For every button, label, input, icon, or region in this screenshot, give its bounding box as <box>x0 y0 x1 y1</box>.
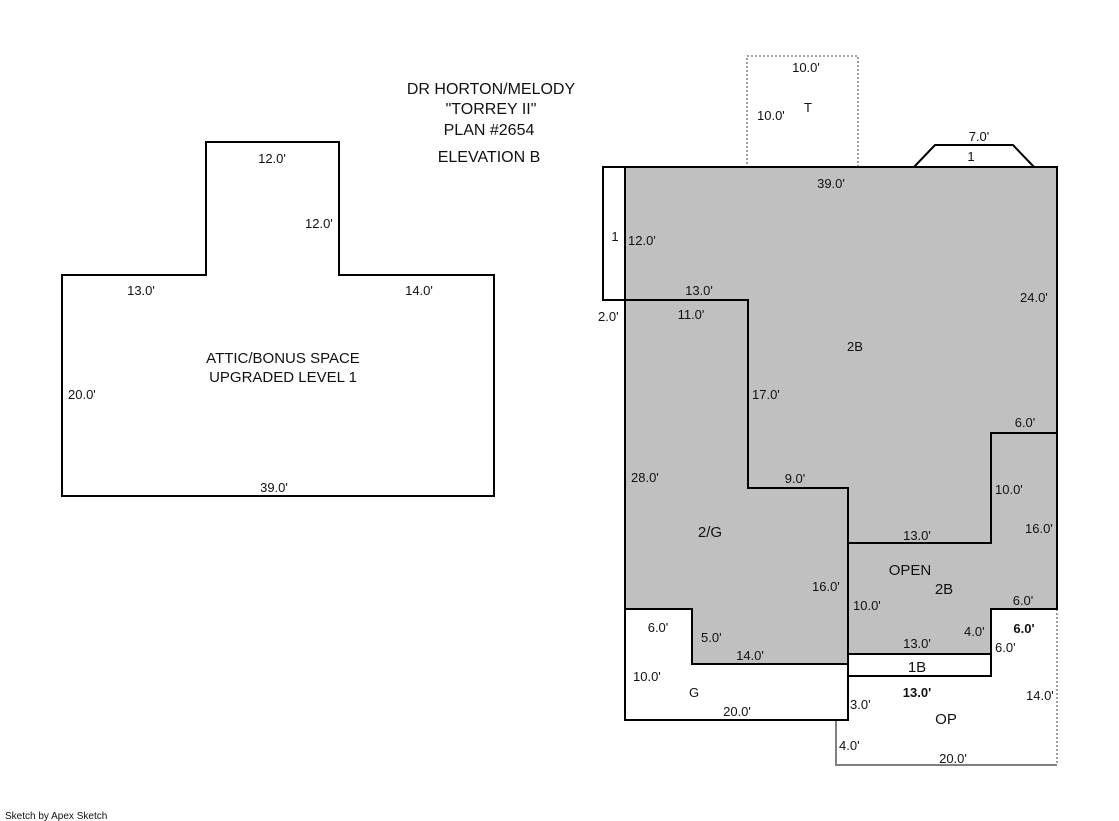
dim-13: 13.0' <box>685 283 713 298</box>
title-line-2: "TORREY II" <box>446 101 537 118</box>
dim-13-open: 13.0' <box>903 528 931 543</box>
attic-dim-left-step: 13.0' <box>127 283 155 298</box>
dim-11: 11.0' <box>678 307 705 322</box>
attic-dim-inner-right: 12.0' <box>305 216 333 231</box>
dim-op-right: 14.0' <box>1026 688 1054 703</box>
dim-g-bottom: 20.0' <box>723 704 751 719</box>
dim-g-top: 6.0' <box>648 620 669 635</box>
dim-g-step: 5.0' <box>701 630 722 645</box>
dim-16-right: 16.0' <box>1025 521 1053 536</box>
title-line-3: PLAN #2654 <box>444 122 535 139</box>
attic-label-1: ATTIC/BONUS SPACE <box>206 350 360 367</box>
attic-label-2: UPGRADED LEVEL 1 <box>209 369 357 386</box>
label-g: G <box>689 685 699 700</box>
label-open: OPEN <box>889 562 932 579</box>
dim-g-inner: 14.0' <box>736 648 764 663</box>
strip-dim: 12.0' <box>628 233 656 248</box>
label-1b: 1B <box>908 659 926 676</box>
attic-dim-bottom: 39.0' <box>260 480 288 495</box>
dim-open-left: 10.0' <box>853 598 881 613</box>
dim-6-top: 6.0' <box>1015 415 1036 430</box>
dim-10-right: 10.0' <box>995 482 1023 497</box>
dim-17: 17.0' <box>752 387 780 402</box>
inner-walls-2g <box>603 299 849 664</box>
dim-op-top: 13.0' <box>903 685 931 700</box>
dim-op-top-right: 6.0' <box>1013 621 1034 636</box>
bay-label: 1 <box>967 149 974 164</box>
dim-open-step: 4.0' <box>964 624 985 639</box>
attic-outline <box>61 141 495 497</box>
attic-dim-left: 20.0' <box>68 387 96 402</box>
footer-credit: Sketch by Apex Sketch <box>5 811 107 821</box>
dim-9: 9.0' <box>785 471 806 486</box>
t-area-outline <box>746 55 859 168</box>
label-open-2b: 2B <box>935 581 953 598</box>
dim-28: 28.0' <box>631 470 659 485</box>
dim-open-right: 6.0' <box>1013 593 1034 608</box>
dim-open-bottom: 13.0' <box>903 636 931 651</box>
dim-16-2g: 16.0' <box>812 579 840 594</box>
dim-op-left: 4.0' <box>839 738 860 753</box>
op-outline <box>835 720 1057 766</box>
dim-op-left-upper: 3.0' <box>850 697 871 712</box>
t-label: T <box>804 100 812 115</box>
bay-outline <box>913 144 1035 168</box>
strip-label: 1 <box>611 229 618 244</box>
bay-dim-top: 7.0' <box>969 129 990 144</box>
label-op: OP <box>935 711 957 728</box>
inner-walls-open <box>848 432 1057 544</box>
dim-right-24: 24.0' <box>1020 290 1048 305</box>
dim-top-39: 39.0' <box>817 176 845 191</box>
dim-op-bottom: 20.0' <box>939 751 967 766</box>
label-2g: 2/G <box>698 524 722 541</box>
title-line-4: ELEVATION B <box>438 149 541 166</box>
t-dim-top: 10.0' <box>792 60 820 75</box>
dim-2: 2.0' <box>598 309 619 324</box>
one-b-outline <box>847 653 992 677</box>
t-dim-side: 10.0' <box>757 108 785 123</box>
label-2b: 2B <box>847 339 863 354</box>
attic-dim-right-step: 14.0' <box>405 283 433 298</box>
dim-op-right-upper: 6.0' <box>995 640 1016 655</box>
title-line-1: DR HORTON/MELODY <box>407 81 576 98</box>
dim-g-left: 10.0' <box>633 669 661 684</box>
living-area-fill <box>624 166 1058 665</box>
attic-dim-top: 12.0' <box>258 151 286 166</box>
